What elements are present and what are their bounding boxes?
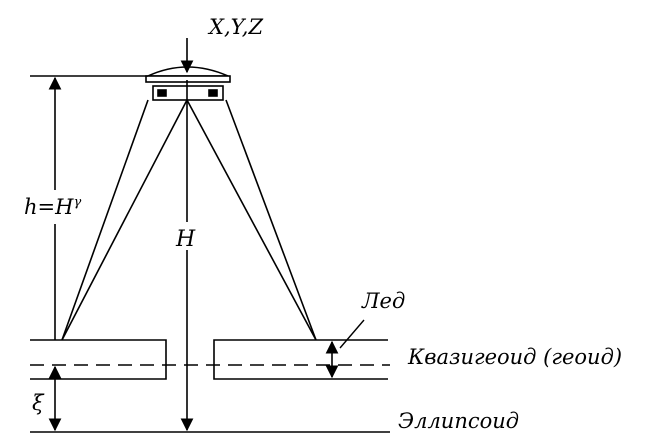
view-cone — [61, 99, 317, 341]
H-label: H — [175, 227, 196, 252]
ice-blocks — [30, 339, 388, 380]
gnss-receiver-icon — [145, 66, 231, 101]
ice-leader-line — [339, 319, 365, 349]
h-label-superscript: γ — [73, 195, 81, 210]
ice-label: Лед — [361, 289, 405, 313]
point-label: X,Y,Z — [207, 15, 263, 39]
quasigeoid-label: Квазигеоид (геоид) — [407, 345, 622, 369]
xi-label: ξ — [32, 391, 45, 415]
ellipsoid-label: Эллипсоид — [398, 409, 519, 433]
h-label: h=Hγ — [24, 195, 81, 219]
h-label-main: h=H — [24, 195, 74, 219]
